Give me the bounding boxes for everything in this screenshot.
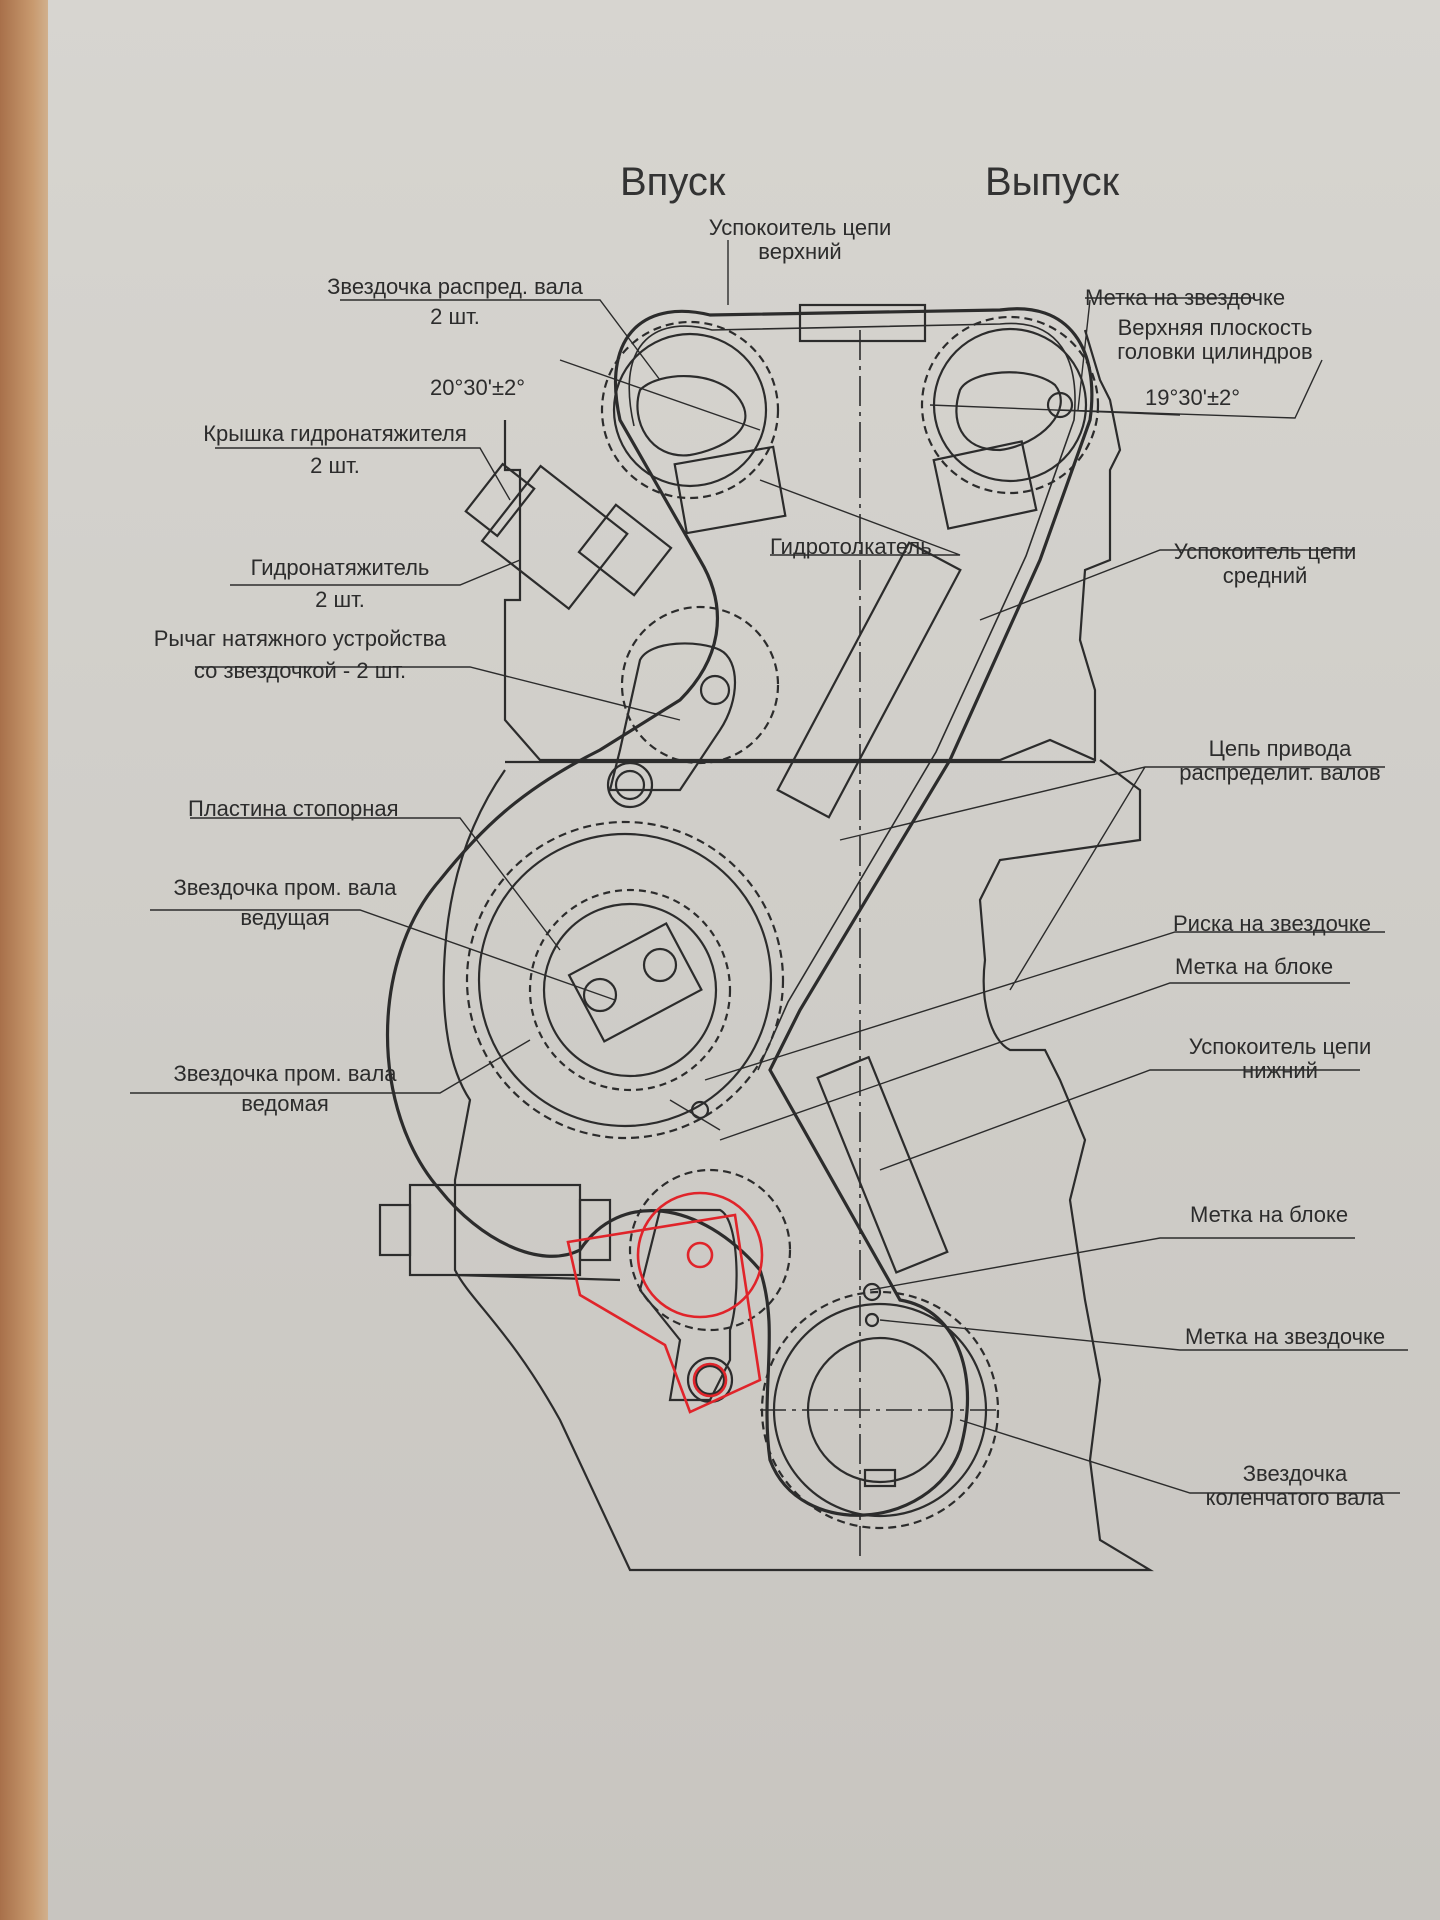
leader-lines: [130, 240, 1408, 1494]
highlight-outline: [566, 1213, 762, 1414]
inter-driven-label: Звездочка пром. вала ведомая: [173, 1061, 397, 1116]
angle-left-label: 20°30'±2°: [430, 375, 526, 400]
sprocket-line-label: Риска на звездочке: [1173, 911, 1371, 936]
upper-guide: [798, 303, 927, 343]
lifter-label: Гидротолкатель: [770, 534, 932, 559]
head-plane-label: Верхняя плоскость головки цилиндров: [1117, 315, 1313, 364]
upper-tensioner: [464, 462, 673, 611]
crank-sprocket-label: Звездочка коленчатого вала: [1205, 1461, 1385, 1510]
middle-guide: [776, 541, 962, 819]
angle-right-label: 19°30'±2°: [1145, 385, 1241, 410]
intake-header: Впуск: [620, 160, 726, 204]
timing-chain: [385, 307, 1094, 1517]
lower-tensioner: [378, 1168, 792, 1404]
block-mark-1-label: Метка на блоке: [1175, 954, 1334, 979]
red-highlight: [566, 1191, 764, 1414]
sprocket-mark-top-label: Метка на звездочке: [1085, 285, 1286, 310]
exhaust-header: Выпуск: [985, 160, 1120, 204]
paper-sheet: [48, 0, 1440, 1920]
cam-sprocket-label: Звездочка распред. вала 2 шт.: [327, 274, 583, 329]
tensioner-cover-label: Крышка гидронатяжителя 2 шт.: [203, 421, 467, 478]
inter-drive-sprocket: [528, 888, 732, 1120]
inter-drive-label: Звездочка пром. вала ведущая: [173, 875, 397, 930]
cylinder-head-outline: [503, 329, 1122, 762]
lock-plate-label: Пластина стопорная: [188, 796, 399, 821]
tension-lever-label: Рычаг натяжного устройства со звездочкой…: [153, 626, 447, 683]
lower-guide-label: Успокоитель цепи нижний: [1188, 1034, 1372, 1083]
crank-sprocket: [760, 1282, 1000, 1530]
highlight-circle: [636, 1191, 764, 1319]
intake-cam-sprocket: [600, 320, 787, 535]
block-mark-2-label: Метка на блоке: [1190, 1202, 1349, 1227]
lower-guide: [816, 1055, 949, 1274]
middle-guide-label: Успокоитель цепи средний: [1173, 539, 1357, 588]
engine-block-outline: [442, 759, 1154, 1572]
sprocket-mark-bottom-label: Метка на звездочке: [1185, 1324, 1386, 1349]
upper-tension-lever: [606, 605, 780, 809]
tensioner-label: Гидронатяжитель 2 шт.: [250, 555, 430, 612]
exhaust-cam-sprocket: [920, 315, 1100, 530]
cam-chain-label: Цепь привода распределит. валов: [1179, 736, 1381, 785]
upper-guide-label: Успокоитель цепи верхний: [708, 215, 892, 264]
inter-driven-sprocket: [465, 820, 785, 1140]
